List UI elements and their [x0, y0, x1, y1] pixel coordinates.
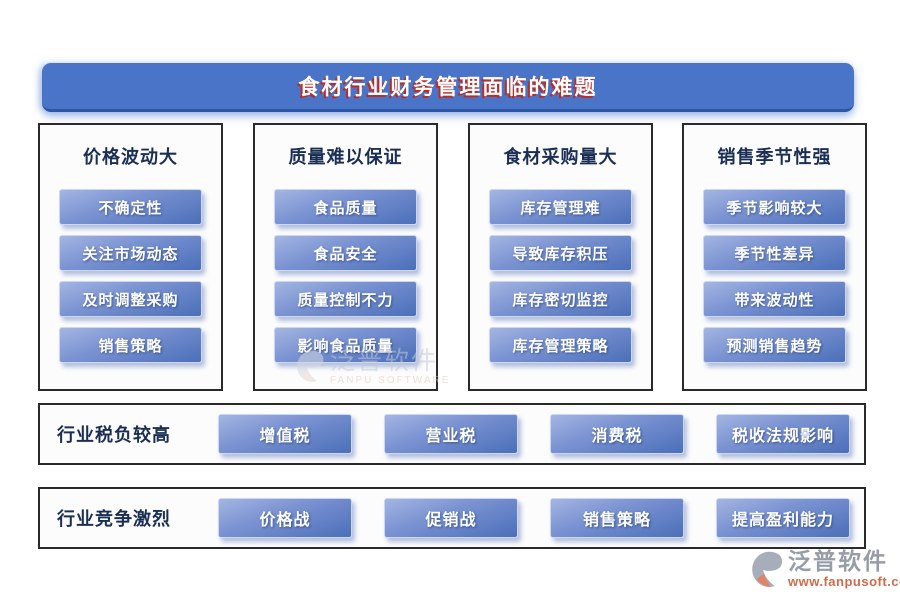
- node-button: 库存密切监控: [489, 281, 632, 317]
- node-button: 消费税: [550, 414, 684, 454]
- column-quality-assurance: 质量难以保证 食品质量 食品安全 质量控制不力 影响食品质量: [253, 123, 438, 391]
- node-button: 促销战: [384, 498, 518, 538]
- column-header: 质量难以保证: [288, 147, 403, 167]
- column-header: 食材采购量大: [503, 147, 618, 167]
- logo-url[interactable]: www.fanpusoft.com: [788, 574, 900, 590]
- node-button: 增值税: [218, 414, 352, 454]
- page-title: 食材行业财务管理面临的难题: [298, 76, 598, 99]
- fanpu-logo-icon: [751, 549, 785, 594]
- column-button-list: 不确定性 关注市场动态 及时调整采购 销售策略: [59, 189, 202, 363]
- node-button: 税收法规影响: [716, 414, 850, 454]
- node-button: 价格战: [218, 498, 352, 538]
- node-button: 库存管理难: [489, 189, 632, 225]
- column-button-list: 库存管理难 导致库存积压 库存密切监控 库存管理策略: [489, 189, 632, 363]
- node-button: 季节影响较大: [703, 189, 846, 225]
- column-price-volatility: 价格波动大 不确定性 关注市场动态 及时调整采购 销售策略: [38, 123, 223, 391]
- logo-name: 泛普软件: [788, 548, 888, 574]
- row-label: 行业税负较高: [57, 425, 171, 445]
- node-button: 质量控制不力: [274, 281, 417, 317]
- fanpu-logo: 泛普软件 www.fanpusoft.com: [751, 548, 900, 594]
- row-competition: 行业竞争激烈 价格战 促销战 销售策略 提高盈利能力: [38, 487, 866, 549]
- node-button: 提高盈利能力: [716, 498, 850, 538]
- row-tax-burden: 行业税负较高 增值税 营业税 消费税 税收法规影响: [38, 403, 866, 465]
- column-button-list: 季节影响较大 季节性差异 带来波动性 预测销售趋势: [703, 189, 846, 363]
- row-label: 行业竞争激烈: [57, 509, 171, 529]
- column-procurement-volume: 食材采购量大 库存管理难 导致库存积压 库存密切监控 库存管理策略: [468, 123, 653, 391]
- node-button: 销售策略: [59, 327, 202, 363]
- node-button: 库存管理策略: [489, 327, 632, 363]
- logo-text: 泛普软件 www.fanpusoft.com: [788, 548, 900, 590]
- node-button: 导致库存积压: [489, 235, 632, 271]
- node-button: 带来波动性: [703, 281, 846, 317]
- title-banner: 食材行业财务管理面临的难题: [42, 63, 854, 112]
- node-button: 季节性差异: [703, 235, 846, 271]
- node-button: 预测销售趋势: [703, 327, 846, 363]
- node-button: 销售策略: [550, 498, 684, 538]
- node-button: 关注市场动态: [59, 235, 202, 271]
- node-button: 食品质量: [274, 189, 417, 225]
- column-header: 销售季节性强: [717, 147, 832, 167]
- node-button: 及时调整采购: [59, 281, 202, 317]
- node-button: 影响食品质量: [274, 327, 417, 363]
- node-button: 食品安全: [274, 235, 417, 271]
- column-button-list: 食品质量 食品安全 质量控制不力 影响食品质量: [274, 189, 417, 363]
- node-button: 不确定性: [59, 189, 202, 225]
- node-button: 营业税: [384, 414, 518, 454]
- column-header: 价格波动大: [83, 147, 178, 167]
- column-seasonal-sales: 销售季节性强 季节影响较大 季节性差异 带来波动性 预测销售趋势: [682, 123, 867, 391]
